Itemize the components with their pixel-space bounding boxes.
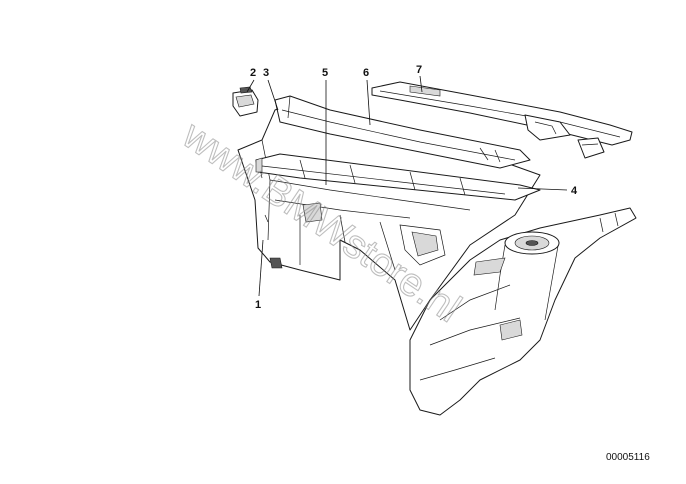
callout-5: 5 xyxy=(322,67,328,79)
leader-6 xyxy=(366,79,371,126)
leader-2 xyxy=(246,79,255,93)
callout-7: 7 xyxy=(416,64,422,76)
callout-4: 4 xyxy=(571,185,578,197)
leader-1 xyxy=(258,239,264,297)
cover-strip-part-7 xyxy=(371,81,633,159)
leader-4 xyxy=(517,187,568,191)
callout-3: 3 xyxy=(263,67,269,79)
upper-cowl-part-5 xyxy=(274,95,531,169)
wheel-arch-section xyxy=(409,207,637,416)
leader-lines xyxy=(246,75,568,297)
callout-2: 2 xyxy=(250,67,256,79)
leader-7 xyxy=(419,75,423,93)
callout-6: 6 xyxy=(363,67,369,79)
callout-1: 1 xyxy=(255,299,261,311)
callouts: 1 2 3 4 5 6 7 xyxy=(250,64,578,311)
leader-3 xyxy=(267,79,279,111)
drawing-number: 00005116 xyxy=(606,452,650,463)
cowl-channel-part-4 xyxy=(255,153,541,201)
bracket-part-2 xyxy=(232,86,259,117)
